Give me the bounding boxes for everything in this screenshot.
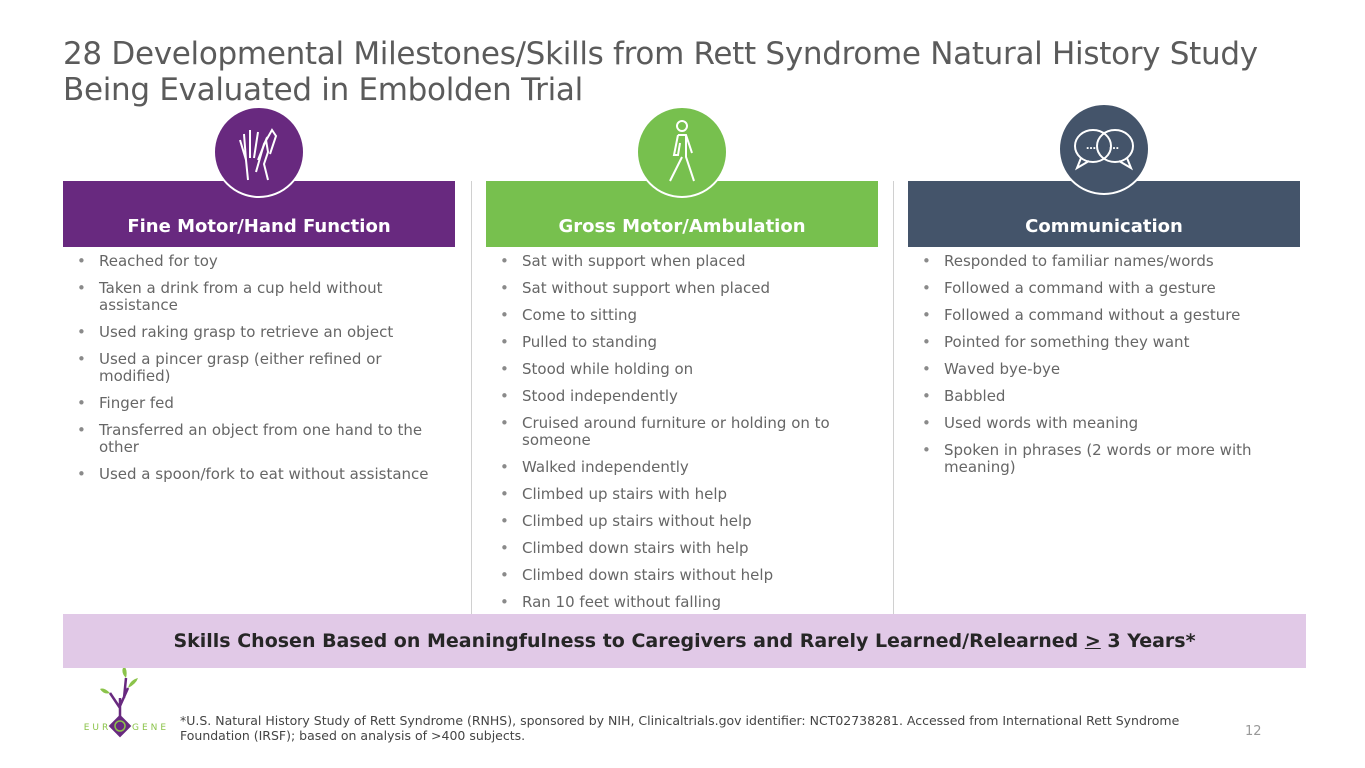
skill-item: Stood independently [486,388,878,406]
skill-item: Responded to familiar names/words [908,253,1300,271]
gross-motor-column: Gross Motor/Ambulation Sat with support … [486,106,878,621]
skill-item: Pointed for something they want [908,334,1300,352]
svg-text:NEUR: NEUR [80,723,111,733]
skill-item: Taken a drink from a cup held without as… [63,280,455,314]
skill-item: Ran 10 feet without falling [486,594,878,612]
column-divider [893,181,894,615]
summary-banner: Skills Chosen Based on Meaningfulness to… [63,614,1306,668]
skill-item: Climbed up stairs without help [486,513,878,531]
skill-item: Stood while holding on [486,361,878,379]
skill-item: Sat without support when placed [486,280,878,298]
fine-motor-column: Fine Motor/Hand Function Reached for toy… [63,106,455,493]
skill-item: Babbled [908,388,1300,406]
footnote: *U.S. Natural History Study of Rett Synd… [180,713,1180,743]
column-heading: Gross Motor/Ambulation [558,216,806,237]
skill-item: Used raking grasp to retrieve an object [63,324,455,342]
skill-item: Transferred an object from one hand to t… [63,422,455,456]
skill-item: Followed a command without a gesture [908,307,1300,325]
column-divider [471,181,472,615]
skill-item: Followed a command with a gesture [908,280,1300,298]
skill-item: Climbed down stairs with help [486,540,878,558]
walking-person-icon [636,106,728,198]
skill-item: Sat with support when placed [486,253,878,271]
neurogene-logo: NEUR GENE [74,666,180,752]
skill-list: Responded to familiar names/wordsFollowe… [908,247,1300,476]
skill-item: Used a spoon/fork to eat without assista… [63,466,455,484]
column-heading: Communication [1025,216,1183,237]
skill-item: Spoken in phrases (2 words or more with … [908,442,1300,476]
skill-item: Cruised around furniture or holding on t… [486,415,878,449]
skill-item: Climbed up stairs with help [486,486,878,504]
skill-item: Walked independently [486,459,878,477]
column-heading: Fine Motor/Hand Function [127,216,391,237]
skill-item: Used a pincer grasp (either refined or m… [63,351,455,385]
skill-item: Finger fed [63,395,455,413]
skill-item: Climbed down stairs without help [486,567,878,585]
column-header: Fine Motor/Hand Function [63,106,455,247]
svg-text:…: … [1109,141,1119,152]
column-header: Gross Motor/Ambulation [486,106,878,247]
communication-column: …… Communication Responded to familiar n… [908,103,1300,486]
skill-item: Waved bye-bye [908,361,1300,379]
page-number: 12 [1245,724,1262,739]
skill-list: Reached for toyTaken a drink from a cup … [63,247,455,484]
skill-item: Come to sitting [486,307,878,325]
slide-title: 28 Developmental Milestones/Skills from … [63,36,1258,108]
skill-item: Used words with meaning [908,415,1300,433]
svg-text:GENE: GENE [132,723,169,733]
skill-item: Reached for toy [63,253,455,271]
greater-equal-symbol: > [1084,630,1101,652]
banner-text-end: 3 Years* [1100,630,1196,652]
skill-list: Sat with support when placedSat without … [486,247,878,612]
skill-item: Pulled to standing [486,334,878,352]
banner-text: Skills Chosen Based on Meaningfulness to… [173,630,1085,652]
column-header: …… Communication [908,103,1300,247]
speech-bubbles-icon: …… [1058,103,1150,195]
hand-icon [213,106,305,198]
svg-text:…: … [1086,141,1096,152]
